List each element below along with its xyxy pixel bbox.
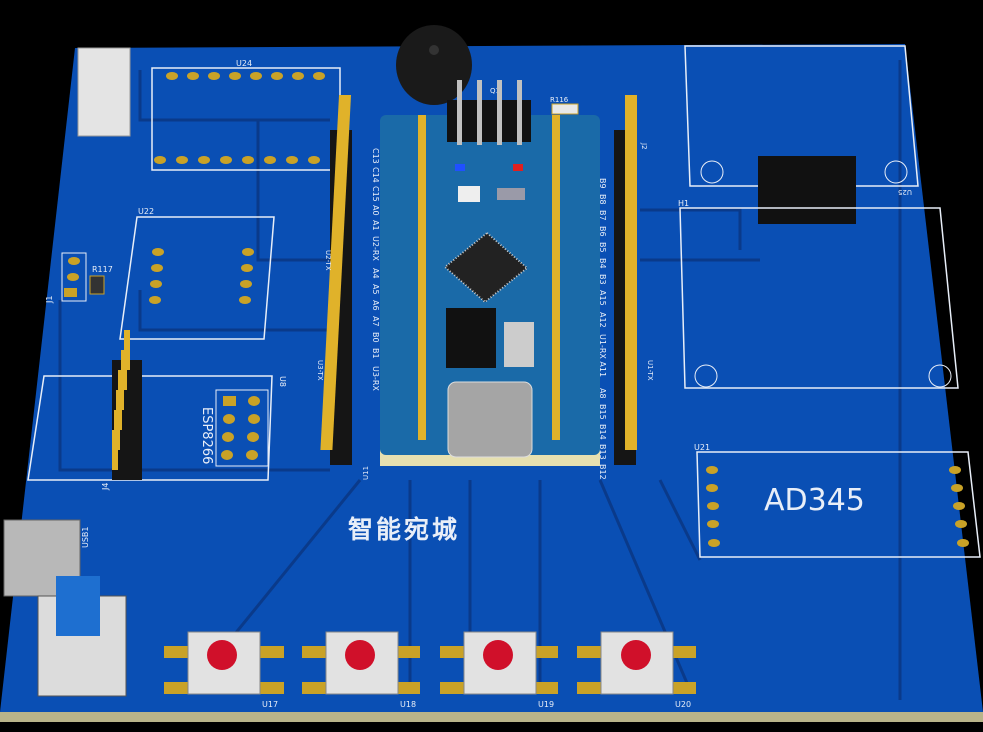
pin-label: B12 — [598, 464, 607, 480]
j4-pins — [112, 330, 130, 470]
u3tx-label: U3-TX — [316, 360, 324, 381]
pin-label: B9 — [598, 178, 607, 189]
pin-label: C15 — [371, 186, 380, 202]
traces — [58, 60, 902, 700]
pin-label: C14 — [371, 167, 380, 183]
power-switch-knob — [56, 576, 100, 636]
left-header-pins — [320, 95, 352, 450]
pin-label: A4 — [371, 268, 380, 279]
pin-label: B15 — [598, 404, 607, 420]
pin-label: B13 — [598, 444, 607, 460]
pin-label: C13 — [371, 148, 380, 164]
mount-hole — [928, 364, 952, 388]
u21-outline — [696, 451, 981, 558]
pin-label: A1 — [371, 220, 380, 231]
usb1-connector — [3, 519, 81, 597]
pin-label: B5 — [598, 242, 607, 253]
pin-label: A6 — [371, 300, 380, 311]
led-red — [513, 164, 523, 171]
board-title: 智能宛城 — [348, 515, 460, 544]
crystal — [458, 186, 480, 202]
pin-label: B14 — [598, 424, 607, 440]
u25-outline — [684, 45, 919, 187]
u18-label: U18 — [400, 700, 416, 709]
jst-connector — [77, 47, 131, 137]
usb1-label: USB1 — [81, 526, 90, 548]
button-u20[interactable] — [577, 631, 696, 695]
u21-label: U21 — [694, 443, 710, 452]
u8-label: U8 — [278, 376, 287, 387]
pin-label: A8 — [598, 388, 607, 399]
module-left-pin-labels: C13 C14 C15 A0 A1 U2-RX A4 A5 A6 A7 B0 B… — [371, 148, 380, 391]
u21-pads — [706, 466, 969, 547]
u22-label: U22 — [138, 207, 154, 216]
h1-label: H1 — [678, 199, 689, 208]
u24-label: U24 — [236, 59, 252, 68]
u24-pads — [154, 72, 325, 164]
oscillator — [497, 188, 525, 200]
j1-pads — [64, 257, 80, 297]
r116-resistor — [551, 103, 579, 115]
ad345-label: AD345 — [764, 483, 865, 518]
module-pins-right — [552, 115, 560, 440]
pcb-edge — [0, 712, 983, 722]
pin-label: A12 — [598, 312, 607, 328]
module-right-pin-labels: B9 B8 B7 B6 B5 B4 B3 A15 A12 U1-RX A11 A… — [598, 178, 607, 480]
usb-c-port — [447, 381, 533, 458]
pin-label: U1-RX A11 — [598, 334, 607, 377]
q1-label: Q1 — [490, 87, 500, 95]
pin-label: A7 — [371, 316, 380, 327]
u22-outline — [119, 216, 275, 340]
button-u19[interactable] — [440, 631, 558, 695]
pin-label: B4 — [598, 258, 607, 269]
esp8266-outline — [215, 389, 269, 467]
mount-hole — [884, 160, 908, 184]
buzzer-hole — [429, 45, 439, 55]
mount-hole — [700, 160, 724, 184]
r116-label: R116 — [550, 96, 569, 104]
r117-resistor — [89, 275, 105, 295]
u11-label: U11 — [362, 466, 370, 480]
module-pins-left — [418, 115, 426, 440]
u25-label: U25 — [898, 188, 912, 196]
pin-label: B0 — [371, 332, 380, 343]
jumper-boot — [446, 308, 496, 368]
pin-label: B8 — [598, 194, 607, 205]
u3rx-label: U3-RX — [371, 366, 380, 391]
u17-label: U17 — [262, 700, 278, 709]
mcu-chip — [443, 231, 529, 304]
j1-outline — [61, 252, 87, 302]
u22-pads — [149, 248, 254, 304]
button-u18[interactable] — [302, 631, 420, 695]
pin-label: A5 — [371, 284, 380, 295]
header-pins — [457, 80, 522, 145]
pin-label: B3 — [598, 274, 607, 285]
pin-label: B6 — [598, 226, 607, 237]
reset-switch — [504, 322, 534, 367]
j4-outline — [27, 375, 273, 481]
mount-hole — [694, 364, 718, 388]
pin-label: A0 — [371, 205, 380, 216]
u20-label: U20 — [675, 700, 691, 709]
u1tx-label: U1-TX — [646, 360, 654, 381]
r117-label: R117 — [92, 265, 113, 274]
led-blue — [455, 164, 465, 171]
u2tx-label: U2-TX — [324, 250, 332, 271]
black-connector — [758, 156, 856, 224]
buzzer — [396, 25, 472, 105]
button-u17[interactable] — [164, 631, 284, 695]
esp8266-pads — [221, 396, 260, 460]
pin-label: B7 — [598, 210, 607, 221]
j1-label: J1 — [45, 296, 54, 304]
h1-outline — [679, 207, 959, 389]
j4-label: J4 — [101, 483, 110, 491]
u19-label: U19 — [538, 700, 554, 709]
right-header-pins — [625, 95, 637, 450]
esp8266-label: ESP8266 — [199, 407, 214, 464]
pin-label: B1 — [371, 348, 380, 359]
pin-label: A15 — [598, 290, 607, 306]
j2-label: J2 — [640, 142, 648, 150]
pin-label: U2-RX — [371, 236, 380, 261]
